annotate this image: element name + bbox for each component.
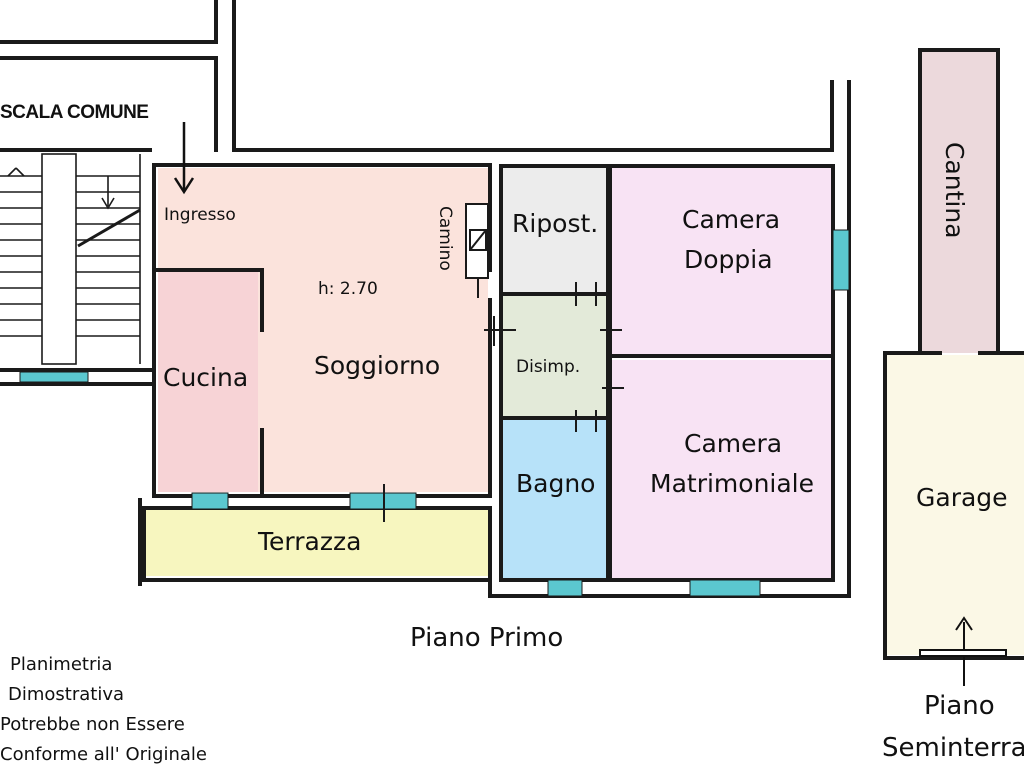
bedroom-double-fill (612, 168, 831, 354)
garage-fill (887, 355, 1024, 655)
fireplace-icon (465, 203, 489, 298)
cellar-fill (922, 50, 996, 353)
room-label-terrace: Terrazza (257, 527, 361, 556)
window-stairs (19, 371, 89, 383)
room-label-garage: Garage (916, 483, 1008, 512)
window-bedroom-double (832, 229, 850, 291)
room-label-kitchen: Cucina (163, 363, 248, 392)
floor-label-basement-line1: Piano (924, 691, 995, 721)
room-label-cellar: Cantina (940, 142, 969, 239)
disclaimer-line2: Dimostrativa (8, 684, 124, 705)
disclaimer-line4: Conforme all' Originale (0, 744, 207, 765)
stairs-label: SCALA COMUNE (0, 102, 148, 123)
door-marks (383, 282, 624, 522)
walls (0, 0, 1024, 660)
disclaimer-line1: Planimetria (10, 654, 112, 675)
room-label-bedroom-double-line2: Doppia (684, 245, 773, 274)
disclaimer-line3: Potrebbe non Essere (0, 714, 185, 735)
floor-label-basement-line2: Seminterrato (882, 733, 1024, 763)
room-label-bedroom-double-line1: Camera (682, 205, 780, 234)
entrance-arrow-icon (173, 122, 195, 195)
terrace-fill (146, 510, 488, 576)
window-bedroom-master (689, 579, 761, 597)
window-terrace-left (191, 492, 229, 510)
stairs-icon (0, 153, 141, 365)
room-label-storage: Ripost. (512, 209, 598, 238)
room-label-living: Soggiorno (314, 351, 440, 380)
room-label-hall: Disimp. (516, 357, 580, 377)
fireplace-label: Camino (435, 206, 455, 271)
storage-fill (503, 168, 606, 292)
garage-entrance-arrow-icon (919, 616, 1007, 686)
bath-fill (503, 420, 606, 578)
hall-fill (503, 296, 606, 416)
room-label-bedroom-master-line1: Camera (684, 429, 782, 458)
bedroom-master-fill (612, 360, 831, 578)
window-bath (547, 579, 583, 597)
room-label-bedroom-master-line2: Matrimoniale (650, 469, 814, 498)
floor-label-first: Piano Primo (410, 623, 563, 653)
ceiling-height-label: h: 2.70 (318, 279, 378, 299)
room-label-bath: Bagno (516, 469, 595, 498)
kitchen-fill (158, 272, 258, 492)
entrance-label: Ingresso (164, 205, 236, 225)
